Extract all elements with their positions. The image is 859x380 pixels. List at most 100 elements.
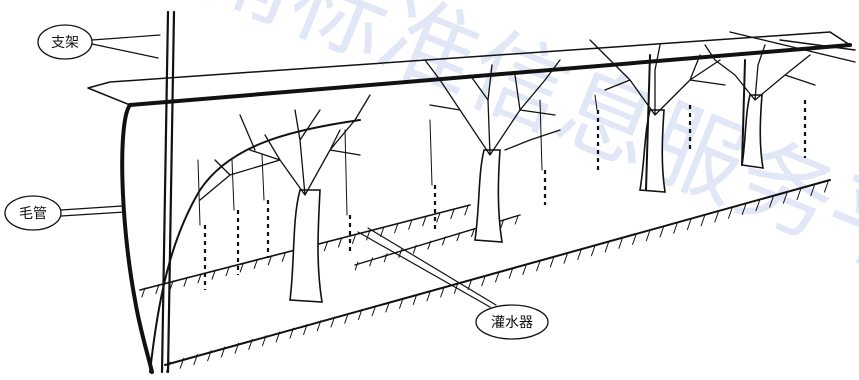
ground-hatch-mark	[450, 209, 455, 220]
label-capillary: 毛管	[19, 206, 47, 222]
ground-hatch-mark	[796, 189, 802, 200]
ground-hatch-mark	[344, 312, 349, 324]
label-support: 支架	[51, 35, 79, 51]
emitters	[197, 94, 807, 290]
ground-hatch-mark	[508, 267, 514, 279]
support-wire	[87, 31, 856, 107]
ground-hatch-mark	[303, 324, 308, 335]
capillary-tube	[120, 103, 361, 374]
ground-hatch-mark	[183, 276, 188, 287]
ground-hatch-mark	[267, 255, 272, 266]
ground-hatch-mark	[220, 346, 226, 358]
callout-emitter-bubble	[475, 304, 549, 340]
ground-hatch-mark	[211, 269, 216, 280]
ground-hatch-mark	[412, 244, 417, 254]
ground-hatch-mark	[686, 219, 692, 230]
ground-hatch-mark	[412, 294, 418, 305]
ground-hatch-mark	[441, 236, 446, 246]
ground-hatch-mark	[645, 230, 651, 242]
ground-hatch-mark	[366, 230, 371, 241]
ground-hatch-mark	[422, 216, 427, 227]
ground-hatch-mark	[383, 253, 388, 263]
ground-hatch-mark	[337, 237, 343, 248]
ground-hatch-mark	[357, 309, 363, 320]
ground-hatch-mark	[141, 287, 146, 298]
ground-hatch-mark	[408, 219, 413, 230]
tree	[199, 94, 371, 303]
ground-hatch-mark	[225, 266, 230, 277]
ground-hatch-mark	[514, 215, 519, 225]
ground-hatch-mark	[261, 335, 267, 347]
ground-hatch-mark	[810, 185, 815, 197]
ground-hatching	[141, 181, 829, 373]
support-post-far	[741, 59, 746, 166]
tree	[704, 44, 816, 169]
ground-hatch-mark	[536, 260, 541, 272]
ground-hatch-mark	[394, 223, 399, 234]
ground-hatch-mark	[207, 350, 212, 362]
callout-support-bubble	[37, 24, 93, 60]
ground-hatch-mark	[197, 273, 202, 284]
ground-hatch-mark	[604, 241, 610, 253]
ground-hatch-mark	[426, 290, 431, 302]
ground-hatch-mark	[399, 297, 404, 309]
ground-hatch-mark	[253, 258, 258, 269]
ground-hatch-mark	[248, 339, 253, 350]
ground-hatch-mark	[481, 275, 486, 287]
ground-hatch-mark	[289, 327, 294, 339]
ground-hatch-mark	[632, 234, 637, 245]
ground-hatch-mark	[549, 256, 555, 268]
ground-hatch-mark	[577, 249, 582, 260]
ground-hatch-mark	[769, 196, 774, 208]
ground-hatch-mark	[234, 342, 240, 354]
ground-hatch-mark	[618, 237, 623, 249]
ground-hatch-mark	[782, 192, 788, 204]
tree	[424, 59, 561, 243]
ground-hatch-mark	[281, 251, 286, 262]
ground-hatch-mark	[659, 226, 664, 238]
label-emitter: 灌水器	[491, 315, 533, 331]
ground-hatch-mark	[385, 301, 390, 313]
ground-hatch-mark	[471, 228, 475, 238]
ground-hatch-mark	[456, 232, 461, 242]
ground-hatch-mark	[323, 241, 329, 252]
ground-hatch-mark	[464, 205, 469, 216]
ground-hatch-mark	[436, 212, 441, 223]
ground-hatch-mark	[380, 226, 385, 237]
callout-support: 支架	[37, 24, 161, 60]
ground-hatch-mark	[714, 211, 719, 223]
ground-hatch-mark	[239, 262, 244, 273]
ground-hatch-mark	[440, 286, 445, 298]
ground-hatch-mark	[824, 181, 829, 193]
ground-hatch-mark	[352, 234, 357, 245]
ground-hatch-mark	[369, 257, 374, 267]
ground-hatch-mark	[673, 222, 678, 234]
ground-hatch-mark	[741, 204, 747, 215]
ground-hatch-mark	[495, 271, 500, 283]
ground-hatch-mark	[755, 200, 760, 212]
ground-hatch-mark	[316, 320, 322, 332]
ground-hatch-mark	[590, 245, 596, 257]
ground-hatch-mark	[330, 316, 335, 328]
support-posts	[160, 10, 746, 374]
ground-hatch-mark	[500, 219, 504, 229]
ground-hatch-mark	[193, 354, 198, 365]
callout-emitter: 灌水器	[357, 227, 549, 340]
ground-hatch-mark	[371, 305, 377, 317]
ground-hatch-mark	[522, 264, 527, 275]
ground-row-front	[164, 179, 831, 366]
ground-hatch-mark	[354, 261, 359, 271]
ground-hatch-mark	[275, 331, 281, 343]
callout-capillary-bubble	[4, 195, 62, 231]
support-post-back	[645, 54, 651, 191]
ground-hatch-mark	[427, 240, 432, 250]
support-post-main	[160, 10, 170, 374]
ground-hatch-mark	[700, 215, 706, 227]
ground-hatch-mark	[467, 279, 473, 290]
callout-capillary: 毛管	[4, 195, 126, 231]
ground-hatch-mark	[728, 207, 733, 219]
ground-hatch-mark	[155, 283, 160, 294]
ground-hatch-mark	[179, 357, 185, 369]
ground-hatch-mark	[563, 252, 569, 264]
